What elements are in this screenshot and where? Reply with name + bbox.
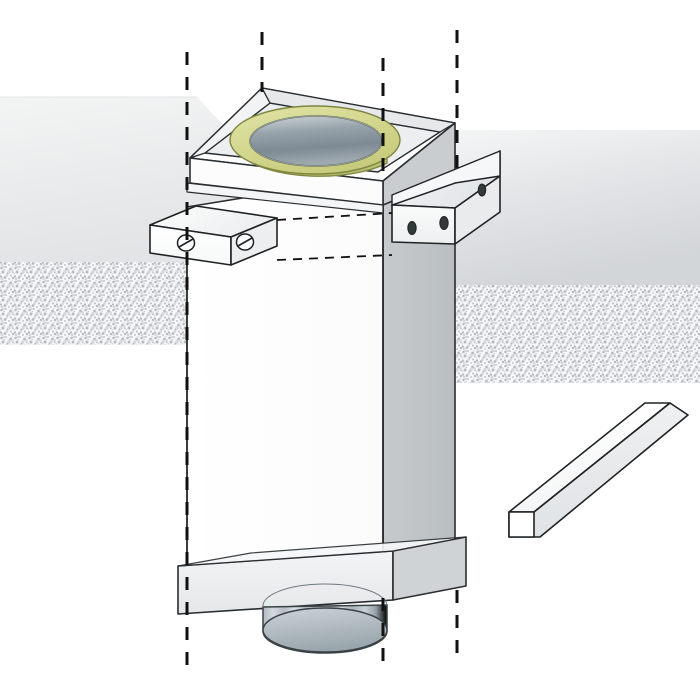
bracket-right: [391, 150, 501, 245]
base-band-top: [177, 536, 467, 567]
gasket-assembly: [229, 105, 401, 177]
bracket-left: [149, 205, 278, 266]
pipe-stub: [262, 583, 388, 654]
bracket-left-screw-2: [235, 233, 255, 251]
hidden-line-upper: [276, 212, 393, 221]
bracket-right-upper-face: [391, 150, 501, 206]
support-box: [186, 174, 456, 594]
screw-slot: [237, 237, 253, 247]
slab-right-speckled-edge: [420, 285, 700, 383]
support-box-base: [177, 536, 467, 615]
screw-slot: [178, 238, 194, 248]
batten-end-face: [508, 511, 535, 538]
pipe-stub-top-arc: [262, 583, 388, 608]
bracket-right-hole-1: [407, 221, 417, 235]
batten-inner-edge: [533, 402, 671, 513]
bracket-right-hole-2: [439, 216, 449, 230]
hidden-lines: [276, 212, 393, 261]
hidden-line-lower: [276, 254, 393, 261]
centre-lines: [185, 30, 459, 665]
slab-left-speckled-edge: [0, 262, 197, 345]
bracket-right-hole-3: [477, 183, 487, 197]
loose-batten: [508, 402, 689, 538]
pipe-stub-bottom: [262, 607, 388, 653]
